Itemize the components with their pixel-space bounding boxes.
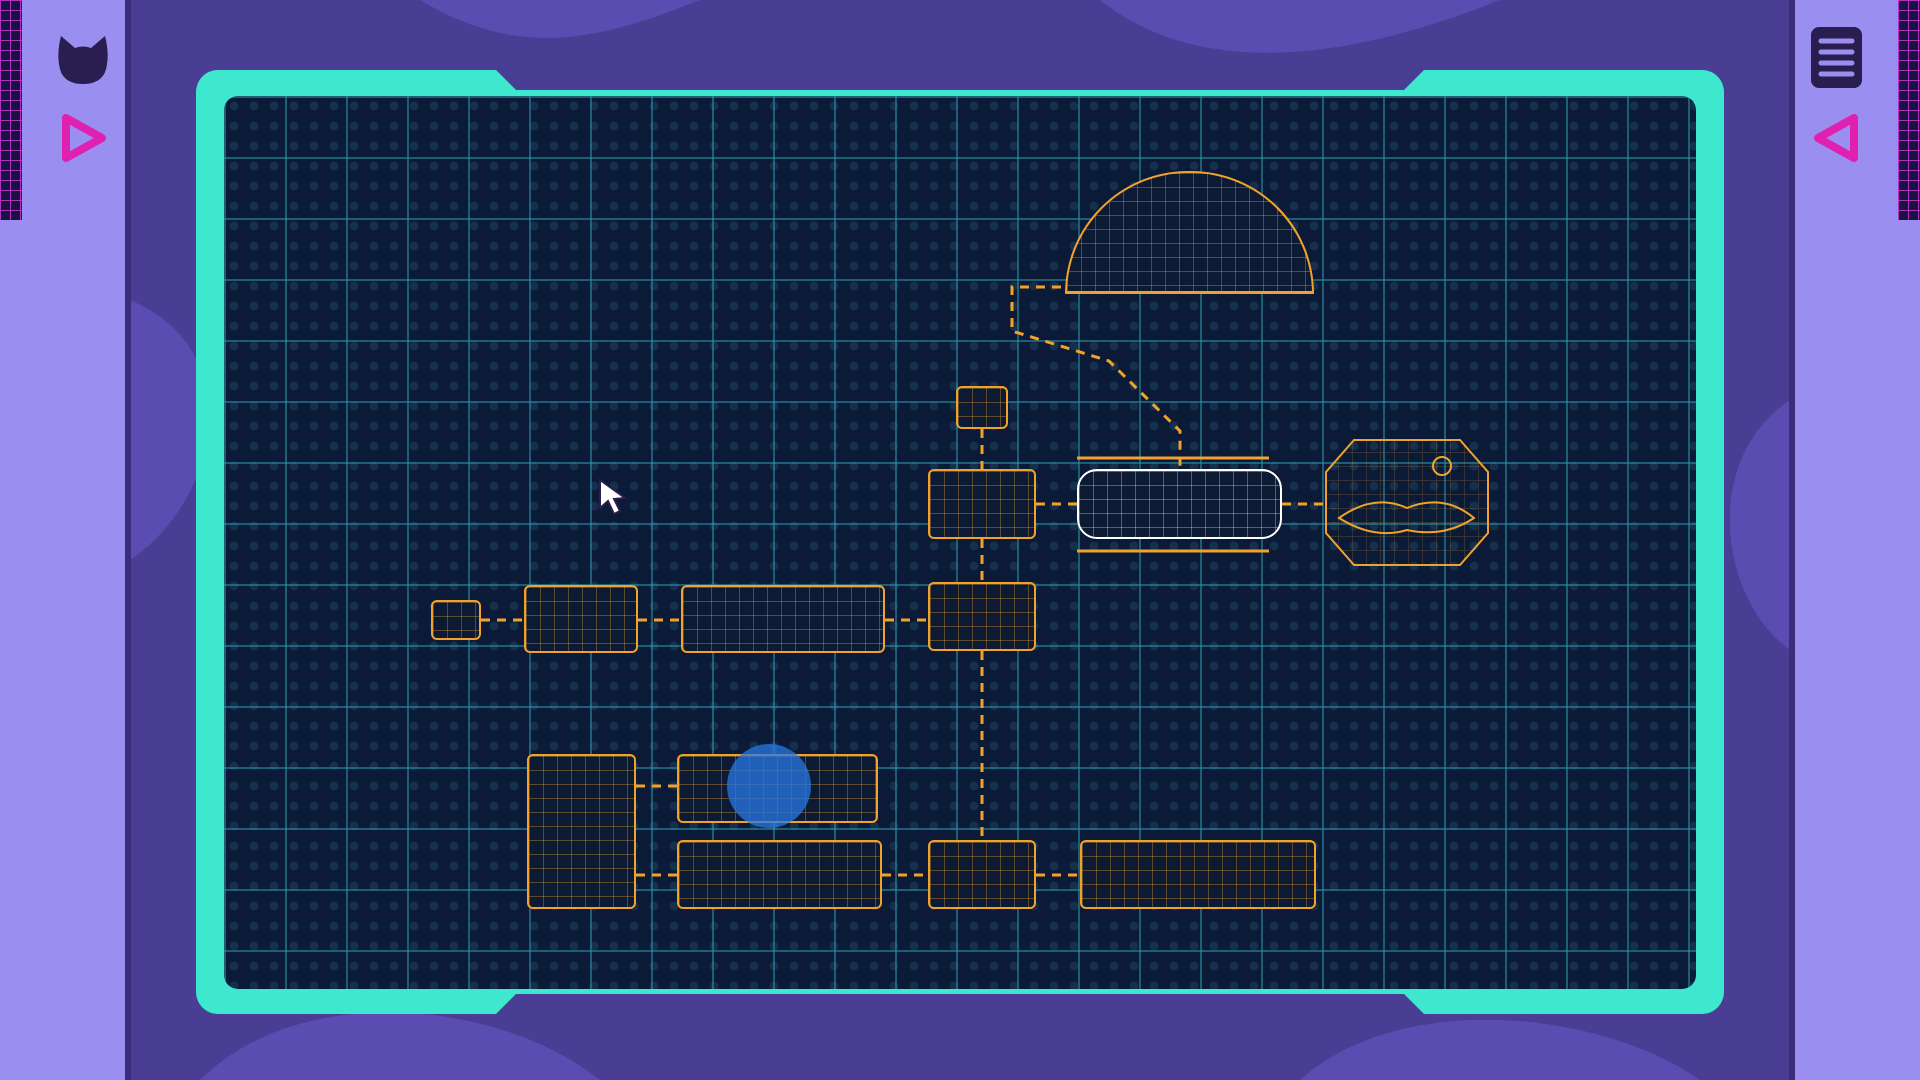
menu-button[interactable]: [1811, 27, 1862, 88]
room-bottom-junction[interactable]: [928, 840, 1036, 909]
room-workshop[interactable]: [524, 585, 638, 653]
left-mesh: [0, 0, 22, 220]
room-lounge[interactable]: [928, 582, 1036, 651]
mouse-cursor-icon: [599, 478, 628, 516]
menu-icon: [1818, 38, 1855, 77]
player-location-marker: [727, 744, 811, 828]
room-connections: [481, 285, 1324, 877]
right-mesh: [1898, 0, 1920, 220]
back-arrow-icon[interactable]: [1810, 110, 1862, 166]
map-screen: [224, 96, 1696, 989]
room-bedroom[interactable]: [681, 585, 885, 653]
room-small-left[interactable]: [431, 600, 481, 640]
room-pond[interactable]: [1324, 438, 1490, 567]
room-main-hall-selected[interactable]: [1077, 469, 1282, 539]
room-cave-lower[interactable]: [677, 840, 882, 909]
cat-icon[interactable]: [55, 32, 111, 88]
room-cave-tall[interactable]: [527, 754, 636, 909]
room-kitchen[interactable]: [928, 469, 1036, 539]
room-small-top[interactable]: [956, 386, 1008, 429]
link-dome-hall: [1010, 285, 1182, 469]
play-arrow-icon[interactable]: [58, 110, 110, 166]
room-storage[interactable]: [1080, 840, 1316, 909]
